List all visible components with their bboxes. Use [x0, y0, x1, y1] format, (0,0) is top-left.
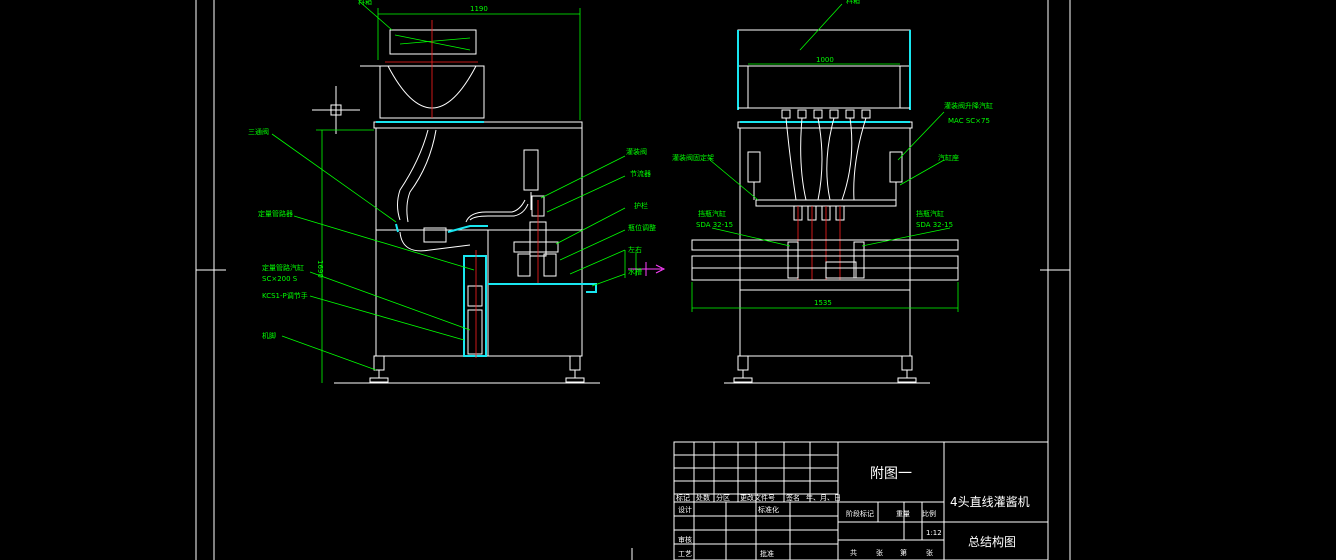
label-throttle: 节流器 [630, 169, 651, 178]
title-block: 标记 处数 分区 更改文件号 签名 年、月、日 设计 标准化 审核 工艺 批准 … [673, 441, 1049, 560]
tb-scale: 1:12 [926, 529, 942, 537]
label-guard: 护栏 [634, 201, 648, 210]
label-hopper-front: 料箱 [846, 0, 860, 5]
side-view: 1190 [248, 0, 666, 384]
label-nozzle: 灌装阀 [626, 147, 647, 156]
label-stop-cylinder-left: 挡瓶汽缸 [698, 209, 726, 218]
tb-sheet-footer-0: 共 [850, 548, 857, 557]
label-hopper-side: 料箱 [358, 0, 372, 6]
label-stop-cylinder-left-spec: SDA 32-15 [696, 221, 733, 229]
tb-stage-header-0: 阶段标记 [846, 509, 874, 518]
label-metering-pump: 定量管路器 [258, 209, 293, 218]
tb-sheet-footer-2: 第 [900, 548, 907, 557]
label-nozzle-mount: 灌装阀固定架 [672, 153, 714, 162]
tb-appendix: 附图一 [870, 466, 912, 482]
side-dim-height: 1690 [316, 260, 324, 278]
tb-row-label-0: 标记 [676, 493, 690, 502]
direction-arrow-icon [628, 262, 666, 276]
label-lift-cylinder-spec: MAC SC×75 [948, 117, 990, 125]
tb-row-label-2: 分区 [716, 493, 730, 502]
label-lift-cylinder: 灌装阀升降汽缸 [944, 101, 993, 110]
label-stop-cylinder-right-spec: SDA 32-15 [916, 221, 953, 229]
tb-row-label-1: 处数 [696, 493, 710, 502]
tb-sheet-footer-1: 张 [876, 548, 883, 557]
cad-crosshair-icon [312, 86, 360, 134]
label-metering-cylinder: 定量管路汽缸 [262, 263, 304, 272]
tb-review: 审核 [678, 535, 692, 544]
sheet-frame [195, 0, 1071, 560]
tb-stage-header-1: 重量 [896, 510, 910, 518]
front-dim-top: 1000 [816, 56, 834, 64]
front-dim-bottom: 1535 [814, 299, 832, 307]
label-three-way: 三通阀 [248, 127, 269, 136]
label-cylinder-spec-2: KCS1-P调节手 [262, 291, 308, 300]
tb-approve: 批准 [760, 549, 774, 558]
label-bottle-position: 瓶位调整 [628, 223, 656, 232]
tb-standardize: 标准化 [758, 505, 779, 514]
label-stop-cylinder-right: 挡瓶汽缸 [916, 209, 944, 218]
tb-stage-header-2: 比例 [922, 509, 936, 518]
tb-sheet-footer-3: 张 [926, 548, 933, 557]
label-cylinder-seat: 汽缸座 [938, 153, 959, 162]
tb-row-label-3: 更改文件号 [740, 493, 775, 502]
label-metering-cylinder-spec: SC×200 S [262, 275, 298, 283]
tb-row-label-5: 年、月、日 [806, 493, 841, 502]
side-dim-width: 1190 [470, 5, 488, 13]
tb-process: 工艺 [678, 550, 692, 558]
tb-design: 设计 [678, 505, 692, 514]
front-view: 1000 料箱 [672, 0, 993, 384]
tb-drawing-name: 总结构图 [968, 534, 1016, 549]
tb-machine-name: 4头直线灌酱机 [950, 494, 1030, 509]
label-water-drain: 水槽 [628, 267, 642, 276]
label-base: 机脚 [262, 331, 276, 340]
label-left-right: 左右 [628, 245, 642, 254]
tb-row-label-4: 签名 [786, 493, 800, 502]
